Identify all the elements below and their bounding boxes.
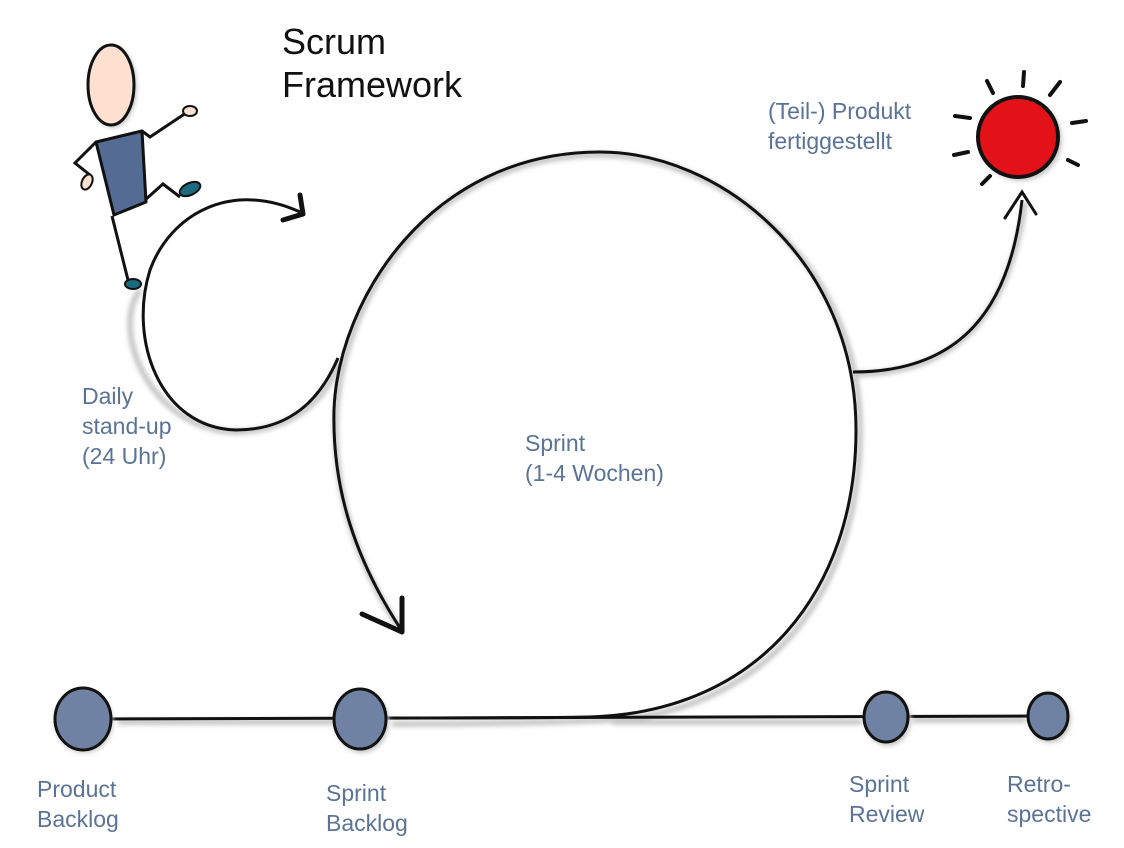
product-line-2: fertiggestellt (768, 128, 893, 154)
product-line (852, 199, 1024, 374)
daily-loop (141, 198, 340, 432)
product-arrow-head (1003, 189, 1038, 220)
node-label-line-2: spective (1007, 801, 1092, 827)
title-line-2: Framework (282, 64, 463, 105)
label-daily-standup: Daily stand-up (24 Uhr) (82, 381, 172, 471)
node-label-line-1: Sprint (849, 771, 910, 797)
node-product-backlog[interactable] (53, 686, 113, 753)
node-label-line-2: Backlog (326, 810, 408, 836)
runner-figure-icon (72, 43, 202, 290)
node-label-line-1: Product (37, 776, 117, 802)
node-label-line-2: Review (849, 801, 925, 827)
daily-line-2: stand-up (82, 413, 172, 439)
node-label-line-1: Sprint (326, 780, 387, 806)
node-sprint-backlog[interactable] (332, 687, 389, 753)
sprint-line-2: (1-4 Wochen) (525, 460, 664, 486)
node-retrospective[interactable] (1026, 691, 1071, 743)
label-retrospective: Retro-spective (1007, 769, 1091, 829)
daily-line-1: Daily (82, 383, 134, 409)
title-line-1: Scrum (282, 21, 387, 62)
sprint-line-1: Sprint (525, 430, 586, 456)
node-sprint-review[interactable] (862, 690, 911, 746)
daily-arrow-head (280, 192, 306, 223)
product-line-1: (Teil-) Produkt (768, 98, 912, 124)
node-label-line-2: Backlog (37, 806, 119, 832)
sprint-arrow-head (359, 595, 405, 635)
sun-icon (952, 70, 1088, 186)
node-label-line-1: Retro- (1007, 771, 1071, 797)
label-product-done: (Teil-) Produkt fertiggestellt (768, 96, 911, 156)
label-sprint: Sprint (1-4 Wochen) (525, 428, 664, 488)
daily-line-3: (24 Uhr) (82, 443, 167, 469)
